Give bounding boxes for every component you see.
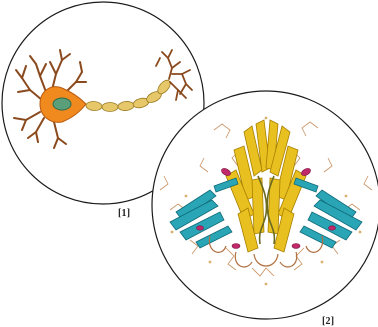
protein-reference-label: [2] — [322, 316, 334, 327]
neuron-reference-label: [1] — [118, 208, 130, 219]
protein-panel — [152, 91, 378, 319]
neuron-nucleus — [53, 98, 71, 110]
